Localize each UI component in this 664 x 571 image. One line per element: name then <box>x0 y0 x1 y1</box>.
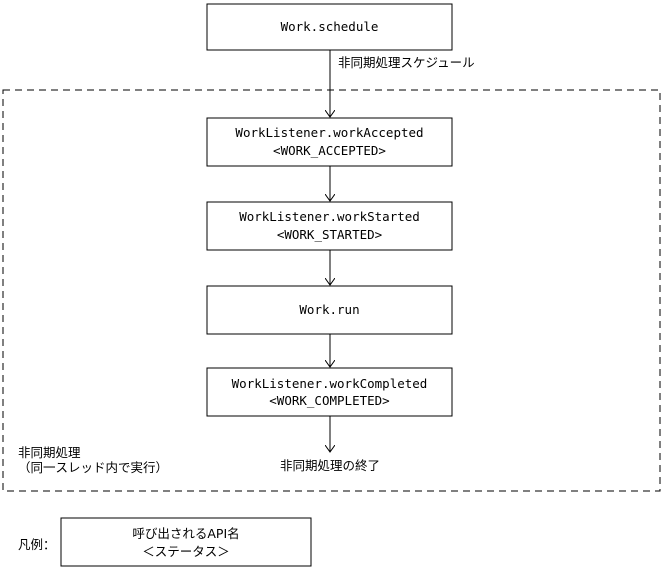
schedule-edge-label: 非同期処理スケジュール <box>338 55 475 70</box>
legend-api-name: 呼び出されるAPI名 <box>132 526 239 541</box>
schedule-box <box>206 3 453 51</box>
work-started-box <box>206 201 453 251</box>
legend-status: ＜ステータス＞ <box>142 544 230 559</box>
async-region-boundary <box>2 89 661 492</box>
work-accepted-status: <WORK_ACCEPTED> <box>273 143 386 158</box>
work-completed-status: <WORK_COMPLETED> <box>269 393 389 408</box>
work-started-api: WorkListener.workStarted <box>239 209 420 224</box>
work-completed-box <box>206 367 453 417</box>
async-region-label-line2: （同一スレッド内で実行） <box>18 460 168 475</box>
work-started-status: <WORK_STARTED> <box>277 227 382 242</box>
work-run-box <box>206 285 453 335</box>
work-accepted-box <box>206 117 453 167</box>
legend-label: 凡例： <box>18 537 56 552</box>
async-end-label: 非同期処理の終了 <box>280 458 380 473</box>
async-region-label-line1: 非同期処理 <box>18 445 81 460</box>
legend-box <box>60 517 312 567</box>
schedule-label: Work.schedule <box>281 19 379 34</box>
work-completed-api: WorkListener.workCompleted <box>232 376 428 391</box>
work-accepted-api: WorkListener.workAccepted <box>235 125 423 140</box>
work-run-label: Work.run <box>299 302 359 317</box>
